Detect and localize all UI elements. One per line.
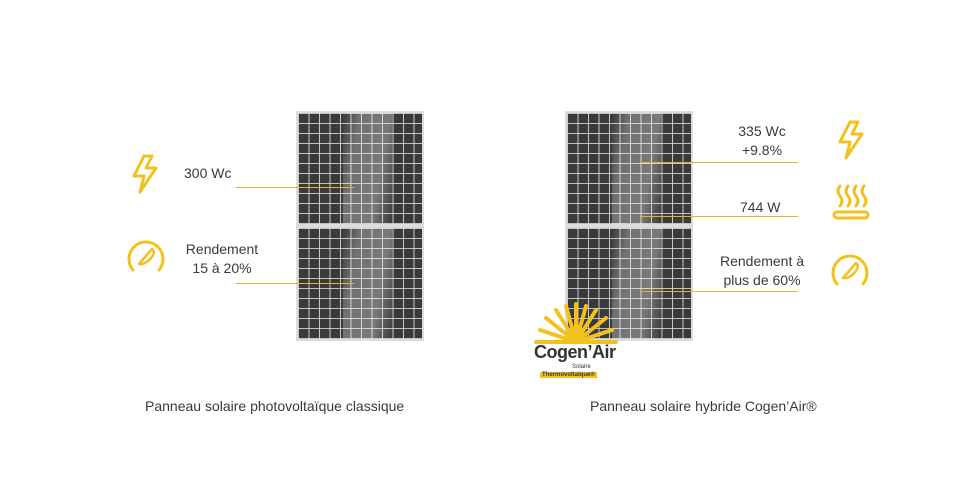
- power-gain-label: 335 Wc +9.8%: [726, 122, 798, 160]
- efficiency-label-line1: Rendement à: [719, 253, 805, 269]
- heat-waves-icon: [832, 184, 870, 220]
- efficiency-label: Rendement 15 à 20%: [178, 240, 266, 278]
- power-leader-line: [640, 162, 798, 163]
- power-label: 300 Wc: [184, 165, 232, 181]
- efficiency-label: Rendement à plus de 60%: [714, 252, 810, 290]
- efficiency-label-line2: plus de 60%: [723, 272, 801, 288]
- efficiency-leader-line: [236, 283, 354, 284]
- sun-rays-icon: [534, 302, 618, 344]
- logo-name: Cogen’Air: [534, 342, 616, 362]
- panel-bottom-half: [298, 228, 422, 339]
- thermal-power-label: 744 W: [740, 199, 781, 215]
- power-label-line2: +9.8%: [741, 142, 783, 158]
- gauge-icon: [127, 240, 165, 272]
- panel-top-half: [567, 113, 691, 224]
- classic-panel-caption: Panneau solaire photovoltaïque classique: [145, 398, 405, 414]
- thermal-leader-line: [640, 216, 798, 217]
- lightning-icon: [838, 120, 864, 160]
- gauge-icon: [831, 254, 869, 286]
- efficiency-label-line1: Rendement: [185, 241, 259, 257]
- lightning-icon: [132, 154, 158, 194]
- panel-top-half: [298, 113, 422, 224]
- power-leader-line: [236, 187, 354, 188]
- logo-sub: Solaire: [572, 364, 591, 370]
- classic-solar-panel-image: [296, 111, 424, 341]
- power-label-line1: 335 Wc: [738, 123, 786, 139]
- hybrid-panel-caption: Panneau solaire hybride Cogen’Air®: [590, 398, 817, 414]
- cogenair-logo: Cogen’Air Solaire Thermovoltaïque®: [528, 300, 624, 386]
- logo-tag: Thermovoltaïque®: [540, 372, 597, 378]
- efficiency-leader-line: [640, 291, 798, 292]
- efficiency-label-line2: 15 à 20%: [192, 260, 252, 276]
